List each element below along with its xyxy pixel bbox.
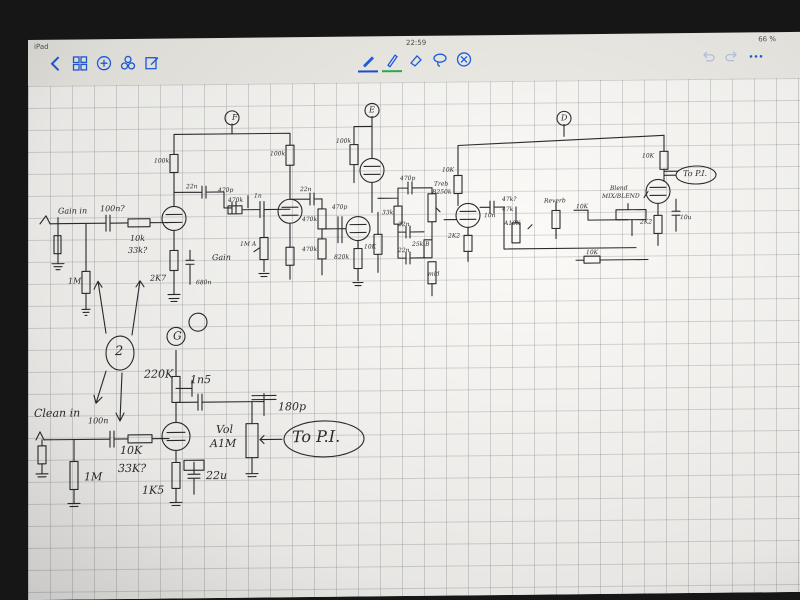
label-r-220k: 220K <box>144 367 174 381</box>
label-r-10k-e: 10K <box>586 249 599 257</box>
label-r-2k7: 2K7 <box>150 273 167 283</box>
node-letter-e: E <box>369 105 375 115</box>
label-c-22u: 22u <box>206 468 228 483</box>
label-c-680n: 680n <box>196 279 212 287</box>
eraser-tool-icon[interactable] <box>408 52 424 68</box>
label-to-pi-top: To P.I. <box>683 168 708 179</box>
label-c-470p-a: 470p <box>218 186 234 195</box>
label-r-33k-bottom: 33K? <box>118 461 147 476</box>
label-vol-value: A1M <box>210 436 237 451</box>
label-r-100k-c: 100k <box>336 137 352 145</box>
label-r-820k: 820k <box>334 253 350 261</box>
label-r-10k-bottom: 10K <box>120 443 143 458</box>
label-c-100n-bottom: 100n <box>88 416 109 426</box>
grid-view-icon[interactable] <box>72 55 88 71</box>
label-c-10u: 10u <box>680 214 692 222</box>
shapes-icon[interactable] <box>120 55 136 71</box>
label-r-47k-b: 47k <box>502 205 514 214</box>
label-c-180p: 180p <box>278 400 307 414</box>
node-letter-f: F <box>232 112 238 122</box>
label-r-1m-bottom: 1M <box>84 470 103 484</box>
node-letter-d: D <box>561 113 568 123</box>
label-r-33k-b: 33k <box>382 209 394 217</box>
label-c-22n-c: 22n <box>398 221 410 229</box>
ipad-screen: iPad 22:59 66 % <box>28 31 800 600</box>
label-r-2k2-b: 2K2 <box>640 218 653 226</box>
label-c-22n-a: 22n <box>186 183 198 191</box>
label-r-1m: 1M <box>68 276 82 286</box>
node-letter-g: G <box>173 329 182 343</box>
label-a10k: A10K <box>504 219 521 228</box>
label-r-470k-b: 470k <box>302 215 318 224</box>
label-r-33k: 33k? <box>128 245 148 255</box>
label-r-100k-b: 100k <box>270 150 286 158</box>
device-label: iPad <box>34 42 49 51</box>
label-blend-sub: MIX/BLEND <box>602 192 640 200</box>
close-tool-icon[interactable] <box>456 51 472 67</box>
label-c-470p-c: 470p <box>400 174 416 183</box>
label-r-47k: 47k? <box>502 195 517 204</box>
label-c-22n-b: 22n <box>300 186 312 194</box>
label-c-470p-b: 470p <box>332 203 348 211</box>
undo-icon[interactable] <box>700 49 716 65</box>
label-reverb: Reverb <box>544 197 566 205</box>
label-treb-value: B250k <box>432 188 452 196</box>
label-r-10k-b: 10K <box>364 243 377 251</box>
label-blend: Blend <box>610 184 628 192</box>
edit-note-icon[interactable] <box>144 55 160 71</box>
battery-level: 66 % <box>758 35 776 44</box>
label-r-470k-a: 470k <box>228 196 244 204</box>
label-gain: Gain <box>212 252 231 263</box>
label-c-100n: 100n? <box>100 203 125 214</box>
schematic-drawing <box>35 102 717 508</box>
lasso-tool-icon[interactable] <box>432 52 448 68</box>
back-chevron-icon[interactable] <box>48 56 64 72</box>
status-time: 22:59 <box>406 38 427 48</box>
label-r-10k-d: 10K <box>576 203 589 211</box>
label-c-22n-d: 22n <box>398 247 410 255</box>
add-page-icon[interactable] <box>96 55 112 71</box>
label-r-10k-f: 10K <box>642 152 655 160</box>
label-bass: 25k B <box>412 240 430 248</box>
label-mid: mid <box>428 270 440 278</box>
label-r-10k-c: 10K <box>442 166 455 174</box>
label-gain-in: Gain in <box>58 206 88 216</box>
label-c-1n5: 1n5 <box>190 373 212 387</box>
redo-icon[interactable] <box>724 49 740 65</box>
label-c-10n: 10n <box>484 212 496 220</box>
label-r-2k2: 2K2 <box>448 232 461 240</box>
toolbar <box>28 44 800 86</box>
circled-number-two: 2 <box>115 344 124 360</box>
label-c-1n: 1n <box>254 192 262 200</box>
more-options-icon[interactable] <box>748 48 764 64</box>
note-canvas[interactable]: F E D G 2 Gain in 100n? 10k 33k? 1M 2K7 … <box>28 77 800 600</box>
label-clean-in: Clean in <box>34 406 81 420</box>
label-r-100k-a: 100k <box>154 157 170 165</box>
label-treb: Treb <box>434 180 449 188</box>
highlighter-color-swatch <box>382 70 402 73</box>
label-r-470k-c: 470k <box>302 245 318 254</box>
highlighter-tool-icon[interactable] <box>384 52 400 68</box>
label-to-pi-bottom: To P.I. <box>292 426 341 447</box>
label-vol: Vol <box>216 422 234 437</box>
pen-color-swatch <box>358 70 378 73</box>
label-r-1k5: 1K5 <box>142 483 165 497</box>
label-pot-1m: 1M A <box>240 240 257 248</box>
label-r-10k: 10k <box>130 233 146 243</box>
pen-tool-icon[interactable] <box>360 52 376 68</box>
